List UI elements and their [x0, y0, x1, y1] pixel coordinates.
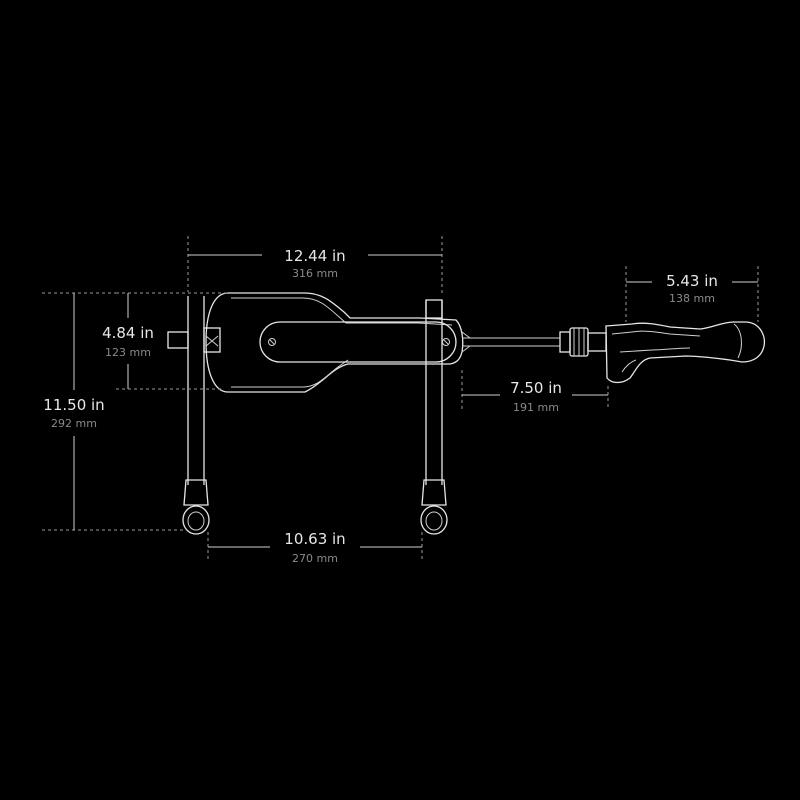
body-height-metric: 123 mm	[105, 346, 151, 359]
body-height-imperial: 4.84 in	[102, 324, 154, 342]
attachment	[605, 321, 766, 384]
clamp-knob	[167, 327, 221, 353]
machine-illustration	[167, 292, 766, 535]
attachment-length-imperial: 5.43 in	[666, 272, 718, 290]
leg-spacing-imperial: 10.63 in	[284, 530, 345, 548]
screw-right	[442, 338, 450, 346]
top-panel	[259, 321, 457, 363]
main-body	[205, 292, 464, 393]
rod-extension-imperial: 7.50 in	[510, 379, 562, 397]
leg-spacing-metric: 270 mm	[292, 552, 338, 565]
right-leg	[420, 299, 448, 535]
rod-extension-metric: 191 mm	[513, 401, 559, 414]
thrust-rod	[462, 337, 560, 347]
screw-left	[268, 338, 276, 346]
overall-width-metric: 316 mm	[292, 267, 338, 280]
overall-height-metric: 292 mm	[51, 417, 97, 430]
overall-width-imperial: 12.44 in	[284, 247, 345, 265]
attachment-length-metric: 138 mm	[669, 292, 715, 305]
dimension-lines	[42, 236, 759, 562]
overall-height-imperial: 11.50 in	[43, 396, 104, 414]
quick-connector	[559, 327, 607, 357]
